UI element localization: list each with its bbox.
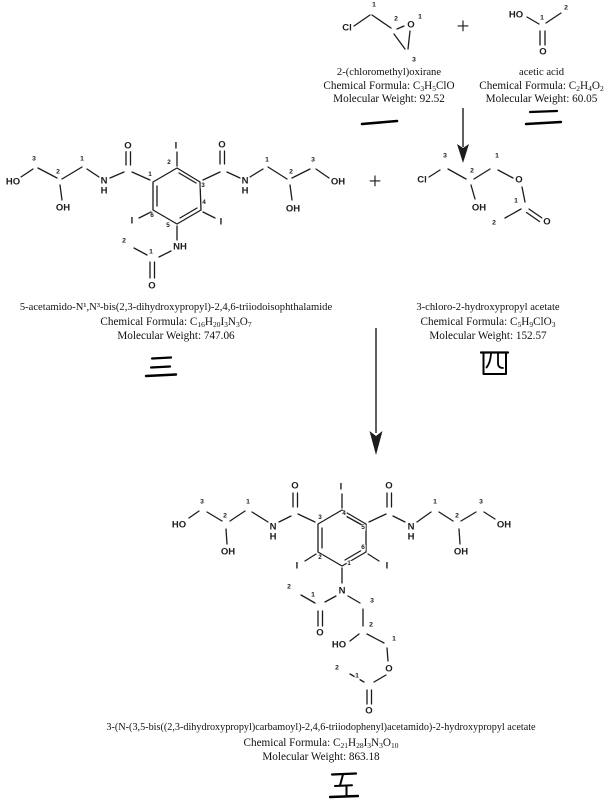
numeral-one-glyph xyxy=(360,119,399,126)
compound-1-formula: Chemical Formula: C3H5ClO xyxy=(323,79,455,93)
reaction-arrow-down-2 xyxy=(369,328,383,455)
compound-number-four: 四 xyxy=(480,350,510,376)
compound-5-name: 3-(N-(3,5-bis((2,3-dihydroxypropyl)carba… xyxy=(106,722,536,733)
molecule-chlorohydroxypropyl-acetate-bonds xyxy=(428,168,543,223)
compound-number-one: 一 xyxy=(360,115,400,129)
compound-number-five: 五 xyxy=(329,771,359,799)
reaction-arrow-down-1 xyxy=(457,108,469,163)
compound-5-caption: 3-(N-(3,5-bis((2,3-dihydroxypropyl)carba… xyxy=(41,721,601,765)
compound-4-mw: Molecular Weight: 152.57 xyxy=(429,330,547,342)
compound-5-mw: Molecular Weight: 863.18 xyxy=(262,751,380,763)
molecule-epichlorohydrin-bonds xyxy=(353,14,411,50)
compound-number-three: 三 xyxy=(144,355,178,379)
compound-1-caption: 2-(chloromethyl)oxirane Chemical Formula… xyxy=(279,66,499,107)
numeral-two-glyph xyxy=(524,109,563,126)
molecule-product-bonds xyxy=(188,492,496,705)
compound-2-mw: Molecular Weight: 60.05 xyxy=(485,93,598,105)
compound-3-formula: Chemical Formula: C16H20I3N3O7 xyxy=(100,316,252,329)
numeral-five-glyph xyxy=(329,772,359,799)
compound-3-mw: Molecular Weight: 747.06 xyxy=(117,330,235,342)
compound-3-name: 5-acetamido-N¹,N³-bis(2,3-dihydroxypropy… xyxy=(19,302,333,313)
compound-5-formula: Chemical Formula: C21H28I3N3O10 xyxy=(243,736,399,750)
compound-4-name: 3-chloro-2-hydroxypropyl acetate xyxy=(416,302,560,313)
compound-4-caption: 3-chloro-2-hydroxypropyl acetate Chemica… xyxy=(378,301,598,343)
compound-number-two: 二 xyxy=(524,108,564,128)
compound-2-name: acetic acid xyxy=(519,67,564,78)
compound-4-formula: Chemical Formula: C5H9ClO3 xyxy=(420,316,556,329)
molecule-triiodoisophthalamide-bonds xyxy=(20,150,330,279)
compound-2-caption: acetic acid Chemical Formula: C2H4O2 Mol… xyxy=(449,66,605,107)
numeral-three-glyph xyxy=(144,356,178,378)
compound-3-caption: 5-acetamido-N¹,N³-bis(2,3-dihydroxypropy… xyxy=(6,301,346,343)
numeral-four-glyph xyxy=(480,351,510,375)
compound-1-mw: Molecular Weight: 92.52 xyxy=(333,93,445,105)
compound-2-formula: Chemical Formula: C2H4O2 xyxy=(479,79,604,93)
molecule-acetic-acid-bonds xyxy=(526,12,562,46)
compound-1-name: 2-(chloromethyl)oxirane xyxy=(336,67,442,78)
